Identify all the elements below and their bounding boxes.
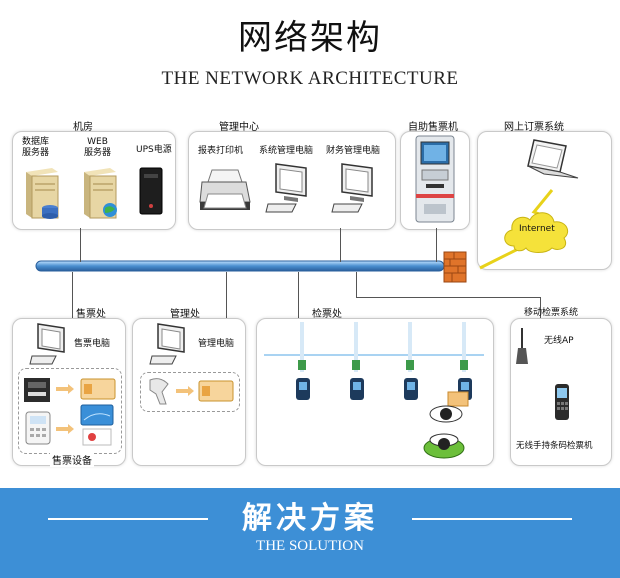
finance-pc-icon: [331, 163, 373, 213]
turnstile-gate-3: [404, 322, 418, 400]
ticket-pc-label: 售票电脑: [74, 339, 111, 349]
db-server-label: 数据库 服务器: [22, 137, 50, 158]
stamp-card-icon: [82, 428, 112, 446]
web-server-label: WEB 服务器: [84, 137, 112, 158]
turnstile-gate-1: [296, 322, 310, 400]
link-mobile-a: [356, 272, 357, 298]
ticket-office-title: 售票处: [76, 309, 106, 320]
turnstile-gate-4: [458, 322, 472, 400]
web-server-icon: [84, 168, 117, 219]
mobile-check-title: 移动检票系统: [524, 308, 579, 318]
page-subtitle: THE NETWORK ARCHITECTURE: [161, 68, 459, 89]
db-server-icon: [26, 168, 59, 219]
printer-icon: [199, 169, 251, 210]
link-ticket-office: [72, 272, 73, 318]
turnstile-gate-2: [350, 322, 364, 400]
firewall-icon: [443, 251, 467, 283]
arrow-icon: [56, 424, 74, 434]
system-pc-label: 系统管理电脑: [259, 146, 314, 156]
ticket-printer-icon: [24, 378, 50, 402]
server-room-title: 机房: [73, 122, 93, 133]
network-backbone: [35, 260, 445, 272]
management-office-title: 管理处: [170, 309, 200, 320]
gate-track: [264, 354, 484, 356]
check-point-title: 检票处: [312, 309, 342, 320]
card-reader-icon: [25, 411, 51, 445]
wireless-ap-label: 无线AP: [544, 336, 574, 346]
finance-pc-label: 财务管理电脑: [326, 146, 381, 156]
link-management-office: [226, 272, 227, 318]
laptop-icon: [527, 139, 579, 179]
link-mobile-b: [356, 297, 540, 298]
management-center-title: 管理中心: [219, 122, 259, 133]
footer-title: 解决方案: [242, 501, 378, 536]
handheld-scanner-icon: [555, 384, 569, 420]
kiosk-icon: [415, 135, 455, 223]
footer-subtitle: THE SOLUTION: [256, 538, 364, 554]
management-card-icon: [198, 380, 234, 402]
arrow-icon: [56, 384, 74, 394]
online-title: 网上订票系统: [504, 122, 564, 133]
barcode-scanner-icon: [149, 378, 169, 405]
handheld-scanner-label: 无线手持条码检票机: [516, 441, 593, 451]
kiosk-title: 自助售票机: [408, 122, 458, 133]
link-management-center: [340, 228, 341, 262]
link-kiosk: [436, 228, 437, 262]
internet-label: Internet: [519, 224, 555, 234]
footer-banner: [0, 488, 620, 578]
footer-rule-left: [48, 518, 208, 520]
page-title: 网络架构: [238, 18, 382, 58]
management-devices-box: [140, 372, 240, 412]
link-server-room: [80, 228, 81, 262]
system-pc-icon: [265, 163, 307, 213]
link-check-point: [298, 272, 299, 318]
link-mobile-c: [540, 297, 541, 319]
report-printer-label: 报表打印机: [198, 146, 244, 156]
management-pc-icon: [149, 323, 185, 365]
ic-card-icon: [80, 404, 114, 426]
ticket-devices-label: 售票设备: [50, 452, 94, 467]
ticket-pc-icon: [29, 323, 65, 365]
wireless-ap-icon: [516, 328, 528, 364]
management-pc-label: 管理电脑: [198, 339, 235, 349]
footer-rule-right: [412, 518, 572, 520]
ticket-card-icon: [80, 378, 116, 400]
internet-cloud-icon: [504, 212, 569, 253]
ups-label: UPS电源: [136, 145, 172, 155]
arrow-icon: [176, 386, 194, 396]
visitor-figure-icon: [423, 391, 469, 459]
ups-icon: [139, 167, 163, 215]
